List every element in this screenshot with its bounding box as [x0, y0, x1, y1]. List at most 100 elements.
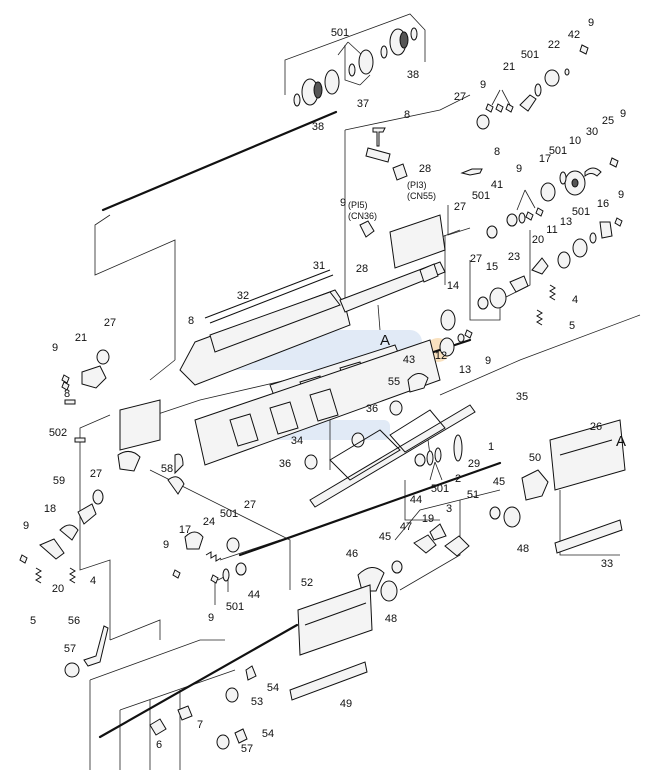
callouts: 9 501 42 22 501 21 9 27 38 38 37 8 28 (P…	[23, 17, 626, 755]
callout-4: 4	[572, 294, 578, 306]
callout-25: 25	[602, 115, 614, 127]
callout-1: 1	[488, 441, 494, 453]
connector-pi5: (PI5)	[348, 200, 368, 210]
callout-501: 501	[331, 27, 349, 39]
callout-15: 15	[486, 261, 498, 273]
callout-9: 9	[163, 539, 169, 551]
callout-9: 9	[208, 612, 214, 624]
callout-27: 27	[470, 253, 482, 265]
callout-20: 20	[532, 234, 544, 246]
callout-23: 23	[508, 251, 520, 263]
callout-501: 501	[226, 601, 244, 613]
callout-37: 37	[357, 98, 369, 110]
callout-8: 8	[404, 109, 410, 121]
callout-13: 13	[459, 364, 471, 376]
callout-48: 48	[385, 613, 397, 625]
callout-38: 38	[312, 121, 324, 133]
callout-28: 28	[419, 163, 431, 175]
callout-8: 8	[494, 146, 500, 158]
callout-44: 44	[248, 589, 260, 601]
callout-28: 28	[356, 263, 368, 275]
callout-501: 501	[572, 206, 590, 218]
callout-20: 20	[52, 583, 64, 595]
callout-59: 59	[53, 475, 65, 487]
callout-33: 33	[601, 558, 613, 570]
callout-27: 27	[90, 468, 102, 480]
callout-6: 6	[156, 739, 162, 751]
bottom-left-parts	[64, 625, 257, 750]
callout-9: 9	[588, 17, 594, 29]
callout-52: 52	[301, 577, 313, 589]
callout-53: 53	[251, 696, 263, 708]
callout-21: 21	[503, 61, 515, 73]
marker-a: A	[616, 433, 626, 450]
callout-48: 48	[517, 543, 529, 555]
callout-46: 46	[346, 548, 358, 560]
callout-8: 8	[188, 315, 194, 327]
callout-55: 55	[388, 376, 400, 388]
callout-34: 34	[291, 435, 303, 447]
callout-42: 42	[568, 29, 580, 41]
callout-9: 9	[485, 355, 491, 367]
callout-501: 501	[431, 483, 449, 495]
lower-middle-parts	[172, 419, 626, 701]
callout-47: 47	[400, 521, 412, 533]
callout-14: 14	[447, 280, 459, 292]
callout-38: 38	[407, 69, 419, 81]
callout-7: 7	[197, 719, 203, 731]
callout-12: 12	[435, 350, 447, 362]
connector-cn36: (CN36)	[348, 211, 377, 221]
callout-2: 2	[455, 473, 461, 485]
callout-50: 50	[529, 452, 541, 464]
callout-49: 49	[340, 698, 352, 710]
callout-44: 44	[410, 494, 422, 506]
callout-3: 3	[446, 503, 452, 515]
callout-58: 58	[161, 463, 173, 475]
callout-5: 5	[569, 320, 575, 332]
callout-17: 17	[539, 153, 551, 165]
callout-16: 16	[597, 198, 609, 210]
callout-501: 501	[521, 49, 539, 61]
callout-9: 9	[480, 79, 486, 91]
callout-56: 56	[68, 615, 80, 627]
callout-32: 32	[237, 290, 249, 302]
leader-lines	[79, 13, 641, 770]
callout-27: 27	[454, 91, 466, 103]
callout-19: 19	[422, 513, 434, 525]
callout-43: 43	[403, 354, 415, 366]
callout-51: 51	[467, 489, 479, 501]
callout-501: 501	[220, 508, 238, 520]
center-frame	[117, 214, 476, 508]
callout-501: 501	[549, 145, 567, 157]
callout-22: 22	[548, 39, 560, 51]
left-side-parts	[19, 349, 185, 584]
callout-502: 502	[49, 427, 67, 439]
callout-27: 27	[104, 317, 116, 329]
callout-9: 9	[618, 189, 624, 201]
callout-45: 45	[493, 476, 505, 488]
callout-54: 54	[267, 682, 279, 694]
callout-4: 4	[90, 575, 96, 587]
top-roller-set	[293, 27, 418, 107]
callout-27: 27	[244, 499, 256, 511]
callout-29: 29	[468, 458, 480, 470]
callout-17: 17	[179, 524, 191, 536]
callout-11: 11	[546, 224, 557, 236]
callout-36: 36	[279, 458, 291, 470]
callout-31: 31	[313, 260, 325, 272]
callout-35: 35	[516, 391, 528, 403]
callout-10: 10	[569, 135, 581, 147]
callout-57: 57	[241, 743, 253, 755]
callout-9: 9	[340, 197, 346, 209]
callout-30: 30	[586, 126, 598, 138]
connector-cn55: (CN55)	[407, 191, 436, 201]
connector-pi3: (PI3)	[407, 180, 427, 190]
callout-57: 57	[64, 643, 76, 655]
callout-9: 9	[23, 520, 29, 532]
callout-13: 13	[560, 216, 572, 228]
callout-18: 18	[44, 503, 56, 515]
callout-41: 41	[491, 179, 503, 191]
callout-54: 54	[262, 728, 274, 740]
callout-5: 5	[30, 615, 36, 627]
